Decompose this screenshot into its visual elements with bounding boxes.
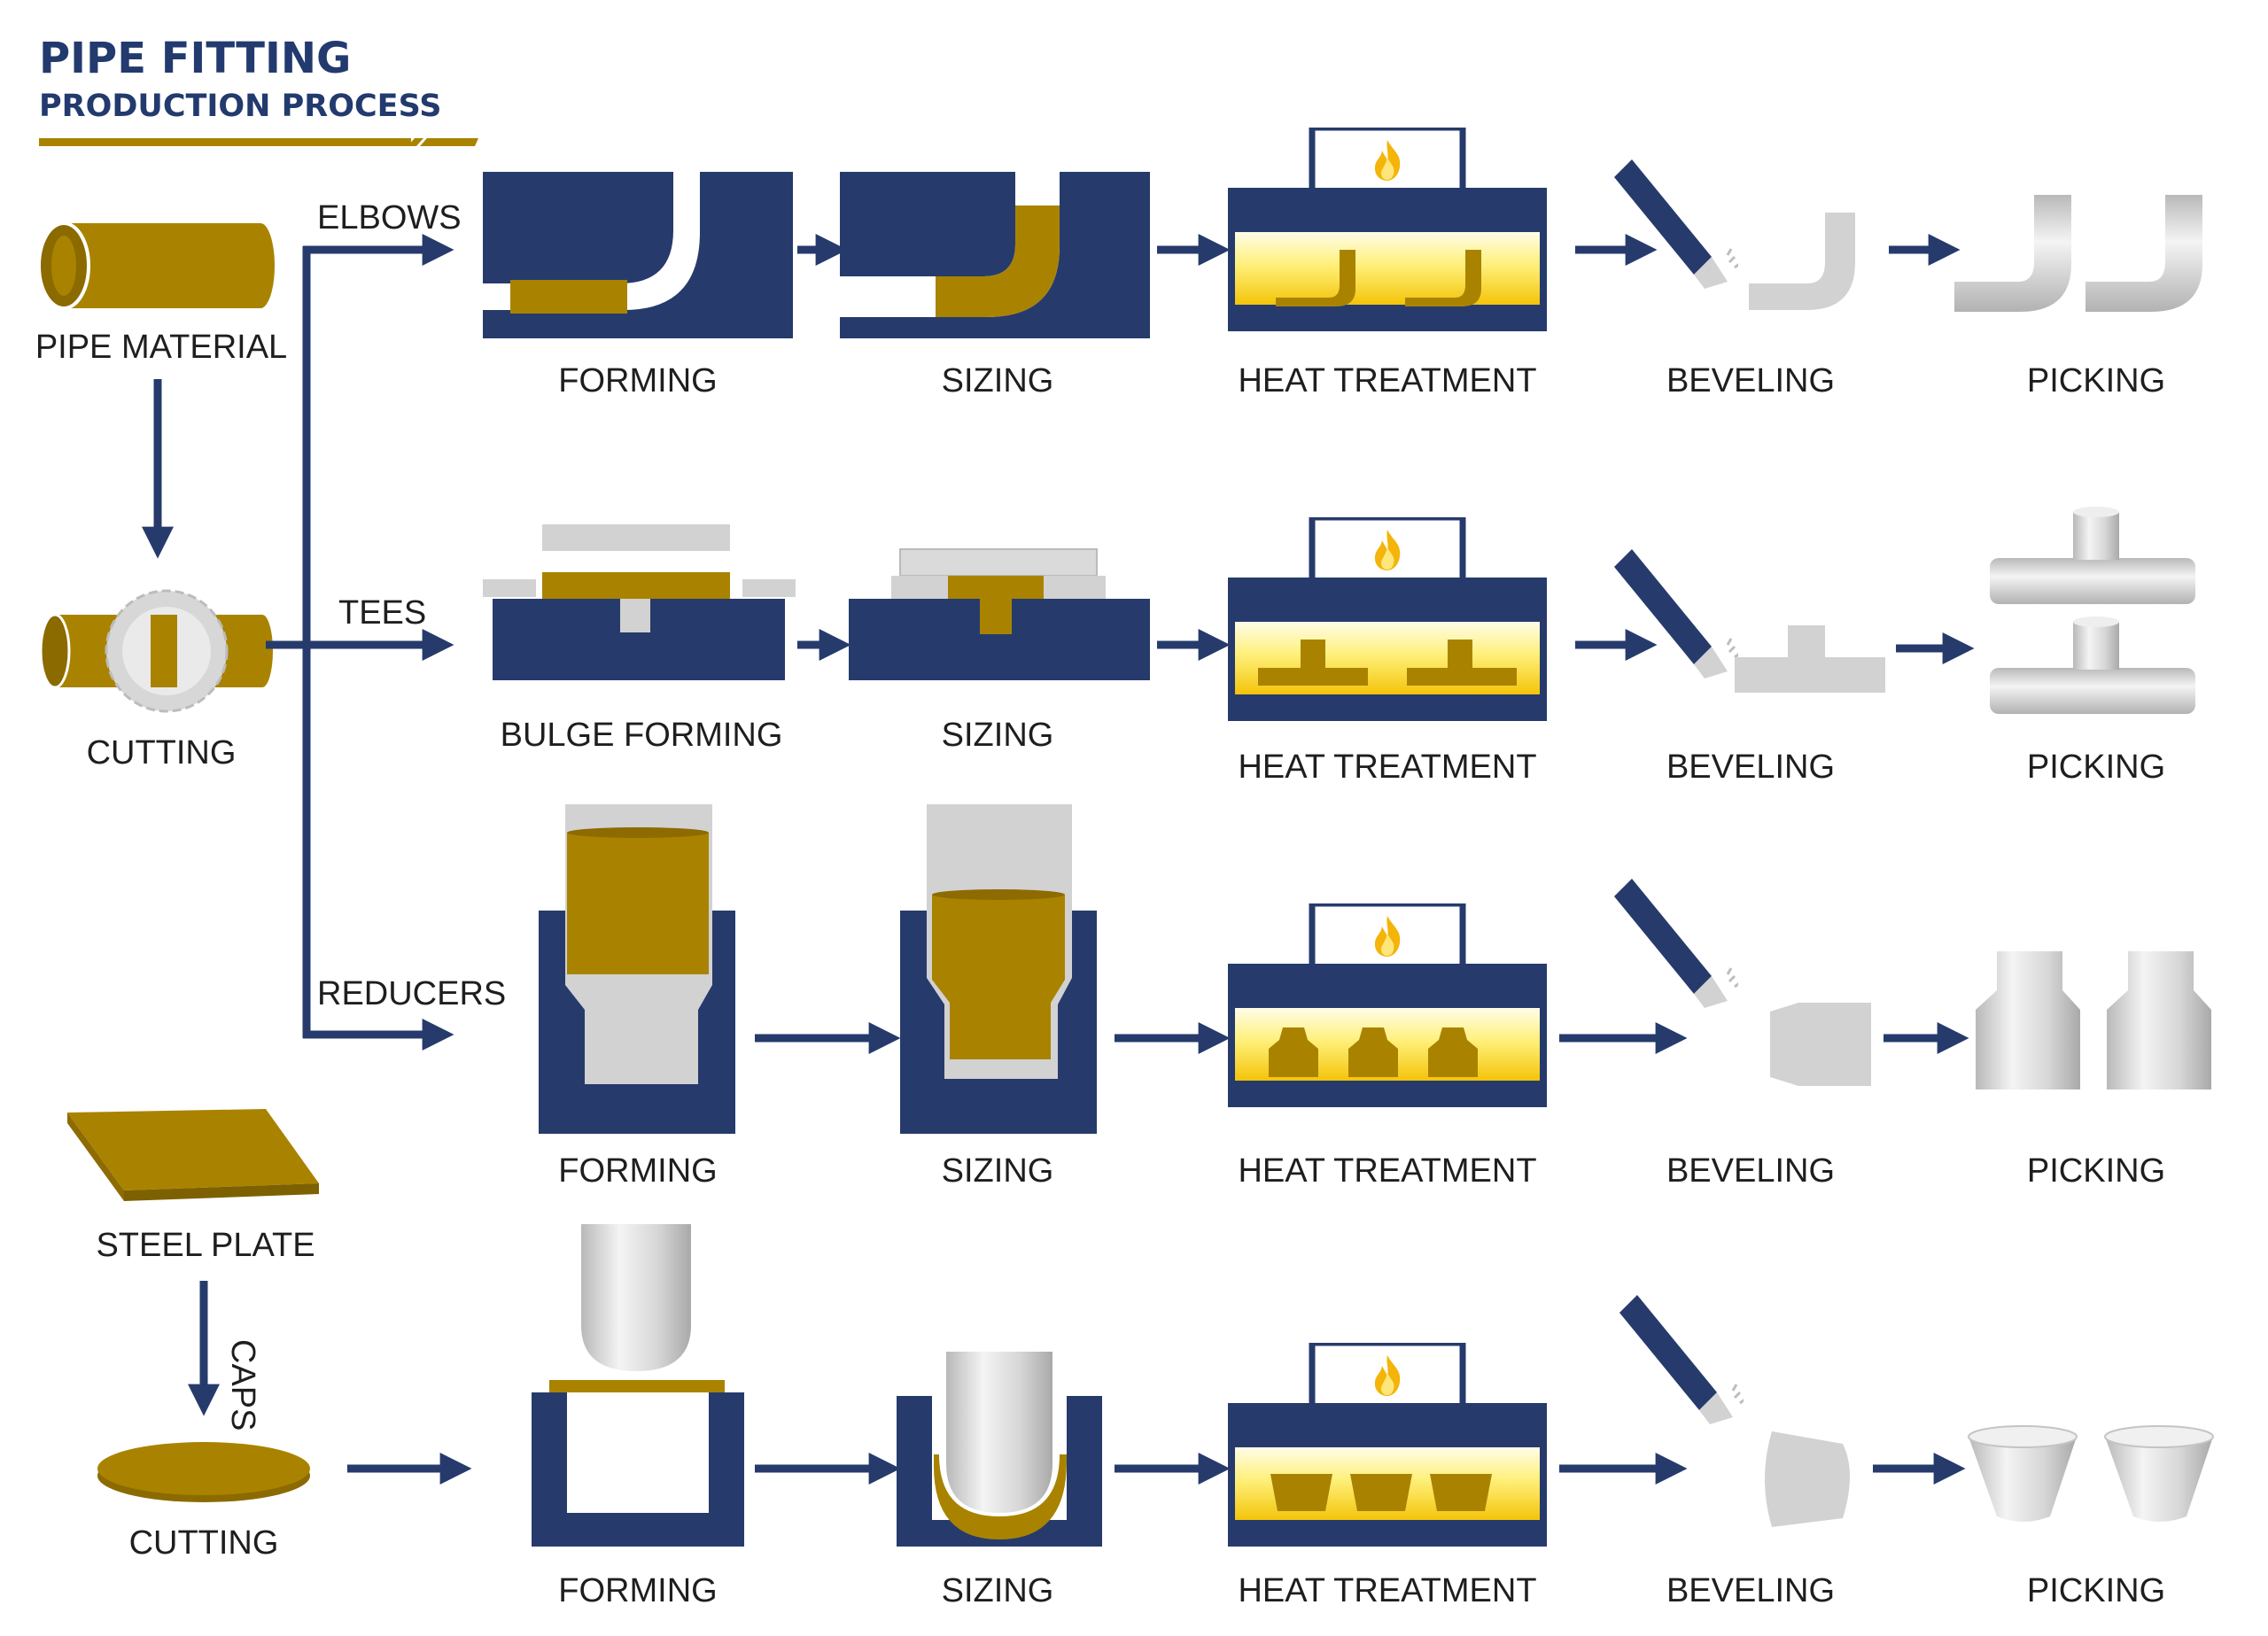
step-label: HEAT TREATMENT: [1238, 362, 1536, 399]
branch-label-elbows: ELBOWS: [317, 199, 462, 236]
step-arrows: [755, 234, 1975, 1485]
reducer-heat-furnace: [1228, 903, 1547, 1107]
pipe-material-label: PIPE MATERIAL: [35, 329, 287, 366]
reducer-forming-die: [539, 804, 735, 1134]
step-label: PICKING: [2027, 1152, 2165, 1190]
step-label: PICKING: [2027, 362, 2165, 399]
cap-beveled-part: [1765, 1431, 1850, 1527]
branch-connector: [266, 234, 454, 1051]
page-subtitle: PRODUCTION PROCESS: [39, 89, 442, 124]
step-label: PICKING: [2027, 748, 2165, 786]
steel-plate-label: STEEL PLATE: [96, 1227, 315, 1264]
cap-finished-parts: [1968, 1425, 2214, 1522]
branch-label-tees: TEES: [338, 594, 426, 632]
step-label: BEVELING: [1666, 748, 1835, 786]
title-underline: [39, 138, 478, 146]
step-label: FORMING: [558, 362, 717, 399]
reducer-sizing-die: [900, 804, 1097, 1134]
plate-disc-icon: [97, 1442, 310, 1502]
branch-label-caps: CAPS: [224, 1339, 261, 1431]
elbow-sizing-die: [840, 172, 1150, 338]
step-label: BEVELING: [1666, 362, 1835, 399]
elbow-beveled-part: [1749, 213, 1855, 310]
elbow-forming-die: [483, 172, 793, 338]
beveling-tool-icon: [1612, 877, 1738, 1010]
tee-heat-furnace: [1228, 517, 1547, 721]
step-label: HEAT TREATMENT: [1238, 748, 1536, 786]
tee-sizing-die: [849, 548, 1150, 680]
step-label: BEVELING: [1666, 1572, 1835, 1609]
pipe-material-icon: [37, 221, 275, 310]
branch-label-reducers: REDUCERS: [317, 975, 506, 1012]
cap-heat-furnace: [1228, 1343, 1547, 1547]
step-label: SIZING: [942, 362, 1054, 399]
step-label: SIZING: [942, 717, 1054, 754]
step-label: BEVELING: [1666, 1152, 1835, 1190]
step-label: PICKING: [2027, 1572, 2165, 1609]
cap-sizing-die: [897, 1352, 1102, 1547]
tee-bulge-forming-die: [483, 524, 796, 680]
tee-finished-parts: [1990, 507, 2195, 714]
cutting-disc-icon: [105, 589, 229, 713]
step-label: BULGE FORMING: [501, 717, 783, 754]
reducer-finished-parts: [1976, 951, 2211, 1089]
page-title: PIPE FITTING: [39, 34, 352, 83]
step-label: FORMING: [558, 1572, 717, 1609]
beveling-tool-icon: [1618, 1293, 1744, 1426]
beveling-tool-icon: [1612, 547, 1738, 680]
plate-cutting-label: CUTTING: [129, 1524, 279, 1562]
elbow-finished-parts: [1954, 195, 2202, 312]
cap-forming-die: [532, 1224, 744, 1547]
step-label: FORMING: [558, 1152, 717, 1190]
step-label: SIZING: [942, 1152, 1054, 1190]
beveling-tool-icon: [1612, 158, 1738, 291]
step-label: HEAT TREATMENT: [1238, 1572, 1536, 1609]
reducer-beveled-part: [1770, 1003, 1871, 1086]
pipe-cutting-label: CUTTING: [87, 734, 237, 771]
tee-beveled-part: [1735, 625, 1885, 693]
steel-plate-icon: [67, 1109, 319, 1201]
step-label: SIZING: [942, 1572, 1054, 1609]
elbow-heat-furnace: [1228, 128, 1547, 331]
step-label: HEAT TREATMENT: [1238, 1152, 1536, 1190]
